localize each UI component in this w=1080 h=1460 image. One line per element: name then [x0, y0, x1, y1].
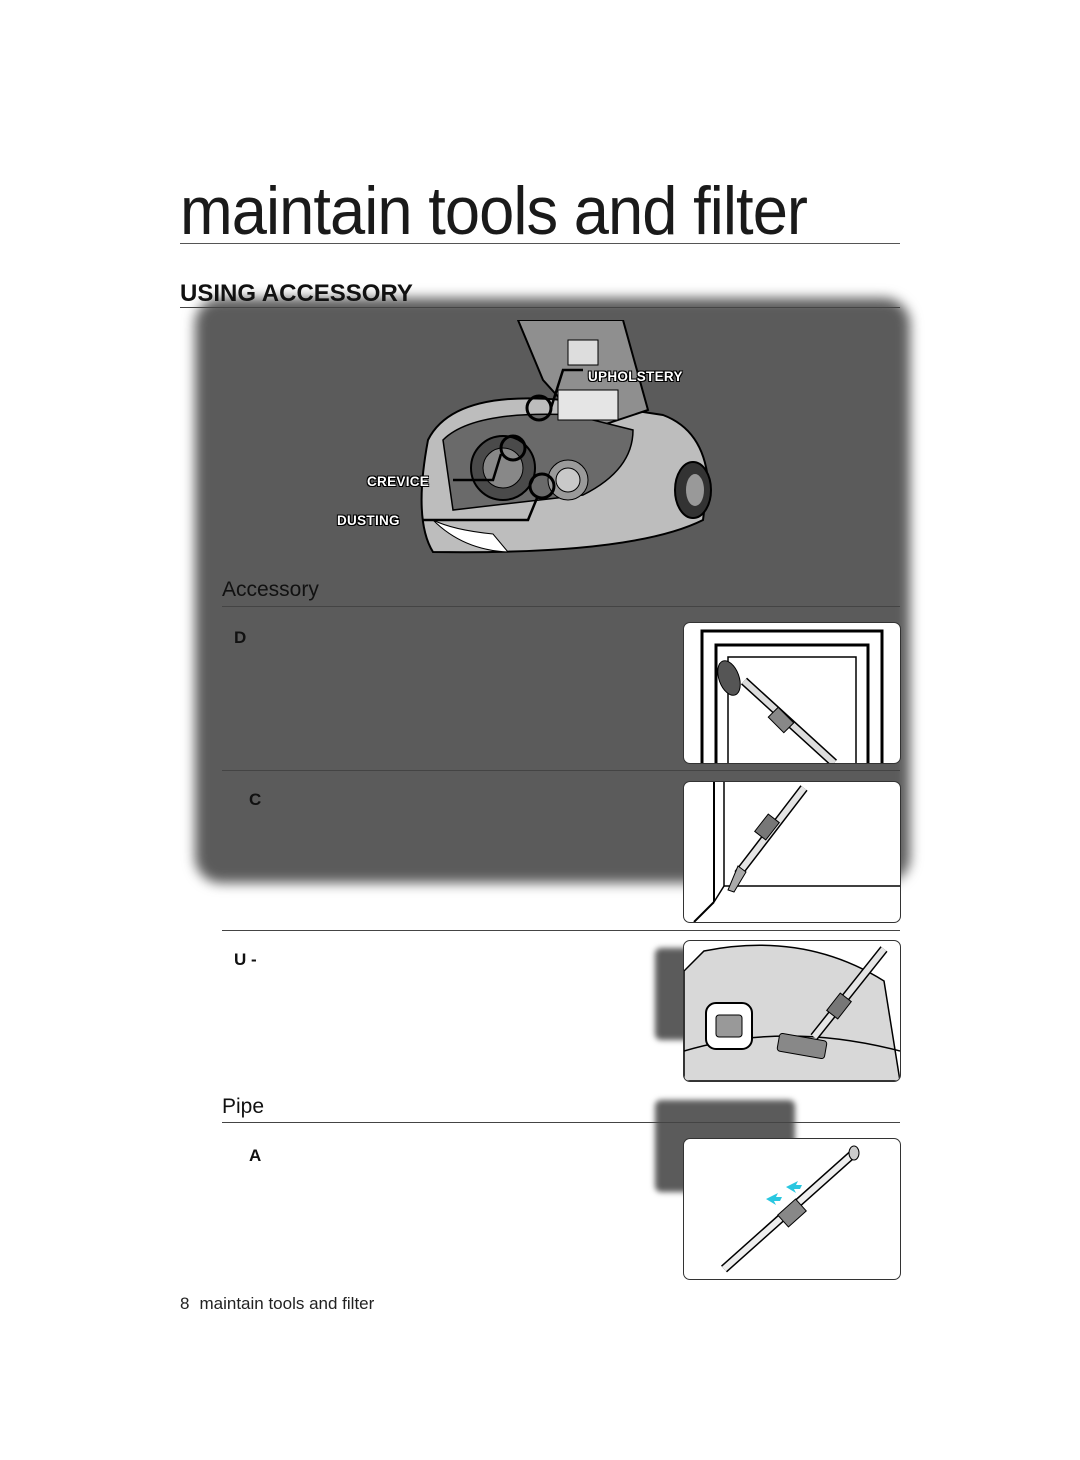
section-heading: USING ACCESSORY: [180, 280, 413, 307]
item-letter-pipe: A: [249, 1146, 262, 1165]
callout-crevice: CREVICE: [367, 474, 430, 489]
item-divider: [222, 930, 900, 931]
item-letter-upholstery: U -: [234, 950, 257, 969]
callout-dusting: DUSTING: [337, 513, 400, 528]
item-letter-dusting: D: [234, 628, 247, 647]
dusting-brush-figure: [683, 622, 901, 764]
vacuum-illustration: [333, 320, 728, 555]
pipe-heading: Pipe: [222, 1095, 265, 1118]
item-letter-crevice: C: [249, 790, 262, 809]
title-divider: [180, 243, 900, 244]
accessory-heading: Accessory: [222, 578, 319, 601]
section-divider: [180, 307, 900, 308]
page-title: maintain tools and filter: [180, 173, 808, 249]
callout-upholstery: UPHOLSTERY: [588, 369, 683, 384]
crevice-tool-figure: [683, 781, 901, 923]
page-footer: 8 maintain tools and filter: [180, 1294, 374, 1314]
footer-label: maintain tools and filter: [199, 1294, 375, 1313]
accessory-divider: [222, 606, 900, 607]
item-divider: [222, 770, 900, 771]
page-number: 8: [180, 1294, 190, 1313]
pipe-divider: [222, 1122, 900, 1123]
upholstery-tool-figure: [683, 940, 901, 1082]
telescopic-pipe-figure: [683, 1138, 901, 1280]
